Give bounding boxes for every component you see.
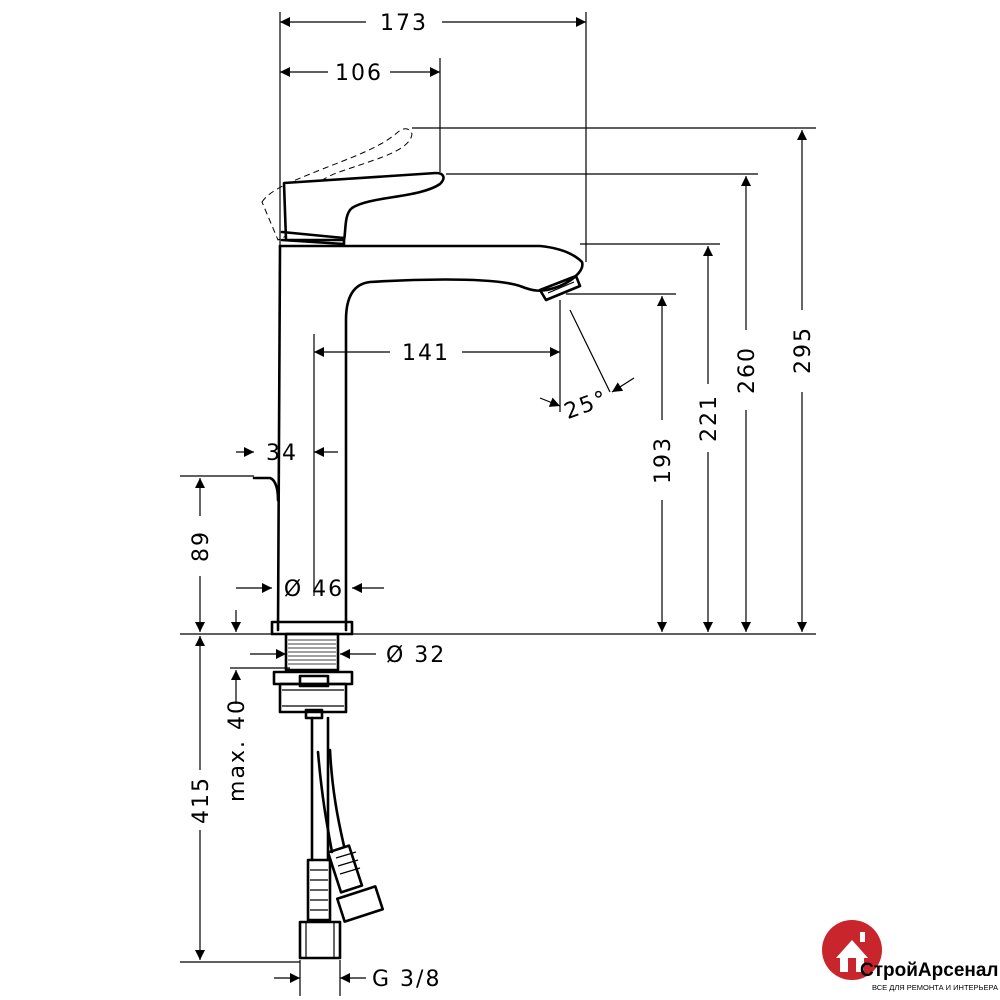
dim-total-width: 173 [380,11,428,36]
brand-logo: СтройАрсенал ВСЕ ДЛЯ РЕМОНТА И ИНТЕРЬЕРА [822,920,999,992]
dim-height-lever-open: 295 [791,326,816,374]
dim-max-deck: max. 40 [225,698,250,802]
dim-body-diameter: Ø 46 [284,577,344,602]
dim-spout-reach: 141 [402,341,450,366]
hose-fitting-right [326,844,385,923]
faucet-outline [252,128,584,960]
dim-spout-angle: 25° [561,386,612,425]
faucet-spout [278,244,584,632]
dimension-arrows [195,17,807,983]
dimension-labels: 173 106 141 34 Ø 46 Ø 32 25° 193 221 260… [189,11,816,992]
dim-lever-width: 106 [335,61,383,86]
lever-handle [282,171,445,242]
mounting-nut [278,682,348,714]
aerator [538,274,582,302]
dim-shank-diameter: Ø 32 [386,643,446,668]
extension-lines [180,12,816,996]
dim-shank-length: 415 [189,776,214,824]
dim-lever-offset: 34 [266,441,298,466]
brand-name: СтройАрсенал [860,960,999,981]
dim-height-lever: 260 [735,346,760,394]
dim-height-outlet: 193 [651,436,676,484]
dim-thread: G 3/8 [372,967,441,992]
dim-height-spout: 221 [697,394,722,442]
dim-lever-position: 89 [189,530,214,562]
hose-fitting-left [298,858,342,960]
brand-tagline: ВСЕ ДЛЯ РЕМОНТА И ИНТЕРЬЕРА [872,983,998,992]
